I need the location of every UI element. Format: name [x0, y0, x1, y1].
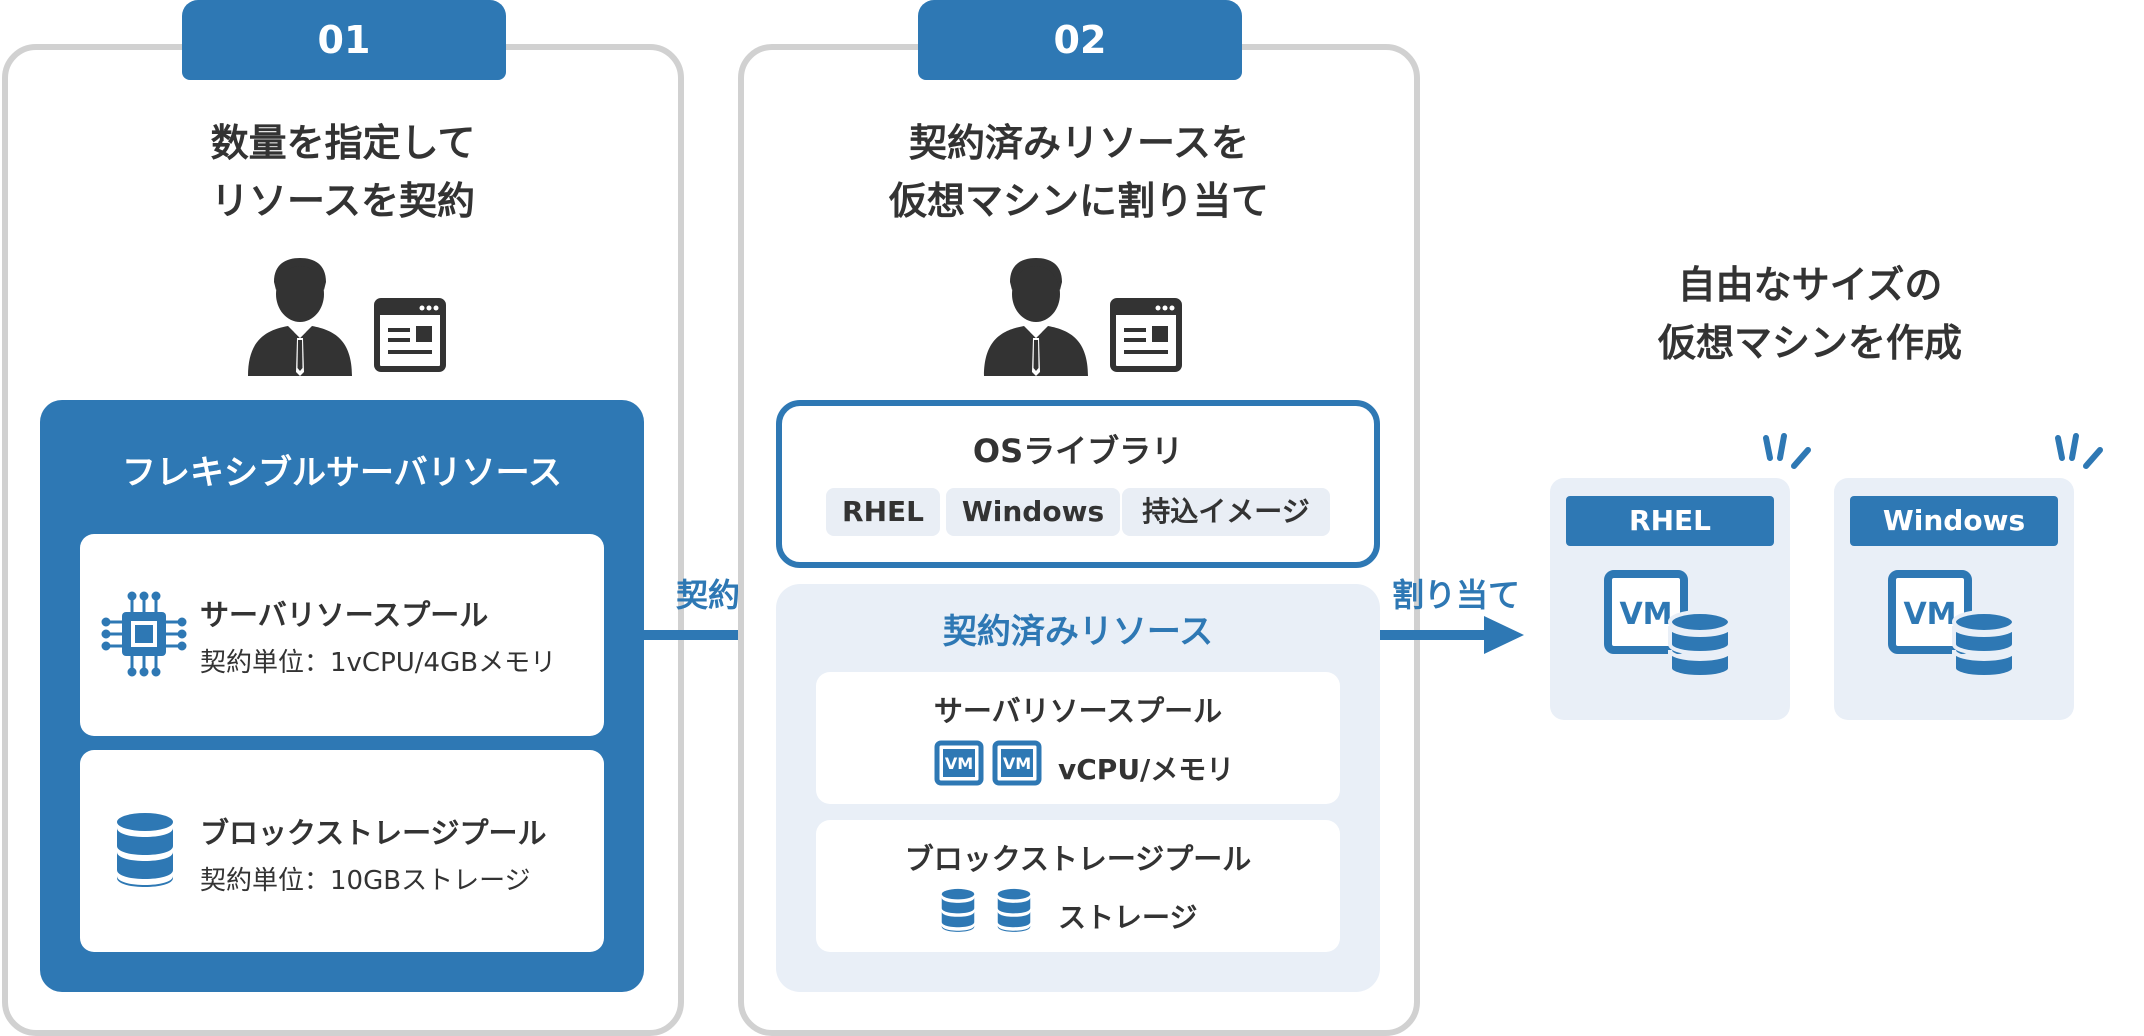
allocate-arrow-label: 割り当て: [1392, 576, 1521, 614]
storage-pool-card: [816, 820, 1340, 952]
flexible-server-resource-title: フレキシブルサーバリソース: [122, 453, 562, 493]
allocate-arrow: [1380, 616, 1524, 654]
vcpu-memory-label: vCPU/メモリ: [1058, 753, 1235, 786]
server-pool-card: [816, 672, 1340, 804]
highlight-burst-icon: [2055, 433, 2103, 469]
database-icon: [997, 888, 1031, 932]
cpu-icon: [101, 591, 187, 677]
vm-icon: VM: [934, 740, 984, 786]
vm-card-windows-label: Windows: [1850, 496, 2058, 546]
highlight-burst-icon: [1763, 433, 1811, 469]
result-title-line2: 仮想マシンを作成: [1657, 321, 1962, 365]
server-resource-pool-unit: 契約単位：1vCPU/4GBメモリ: [200, 648, 557, 678]
block-storage-pool-unit: 契約単位：10GBストレージ: [200, 866, 531, 896]
step1-title-line1: 数量を指定して: [210, 121, 476, 165]
os-chip-windows: Windows: [946, 488, 1120, 536]
step2-title-line1: 契約済みリソースを: [908, 121, 1250, 165]
svg-text:VM: VM: [1003, 754, 1031, 773]
contract-arrow-label: 契約: [676, 576, 741, 614]
step2-number-tab: 02: [918, 0, 1242, 80]
svg-text:VM: VM: [1903, 597, 1956, 632]
database-icon: [941, 888, 975, 932]
step1-title-line2: リソースを契約: [210, 179, 476, 223]
svg-text:VM: VM: [945, 754, 973, 773]
os-chip-rhel: RHEL: [826, 488, 940, 536]
step1-number-tab: 01: [182, 0, 506, 80]
result-title-line1: 自由なサイズの: [1677, 263, 1943, 307]
step2-title-line2: 仮想マシンに割り当て: [888, 179, 1269, 223]
storage-pool-title: ブロックストレージプール: [904, 842, 1252, 876]
server-resource-pool-title: サーバリソースプール: [200, 598, 489, 632]
user-icon: [984, 258, 1088, 376]
browser-window-icon: [374, 298, 446, 372]
user-icon: [248, 258, 352, 376]
vm-icon: VM: [1604, 570, 1732, 679]
vm-icon: VM: [1888, 570, 2016, 679]
os-chip-custom-image: 持込イメージ: [1122, 488, 1330, 536]
browser-window-icon: [1110, 298, 1182, 372]
storage-label: ストレージ: [1058, 901, 1198, 934]
database-icon: [117, 813, 173, 887]
os-library-title: OSライブラリ: [972, 432, 1184, 470]
server-pool-title: サーバリソースプール: [933, 694, 1223, 728]
contracted-resources-title: 契約済みリソース: [942, 612, 1214, 652]
block-storage-pool-title: ブロックストレージプール: [200, 816, 547, 850]
vm-card-rhel-label: RHEL: [1566, 496, 1774, 546]
vm-icon: VM: [992, 740, 1042, 786]
svg-text:VM: VM: [1619, 597, 1672, 632]
os-library-box: [776, 400, 1380, 568]
